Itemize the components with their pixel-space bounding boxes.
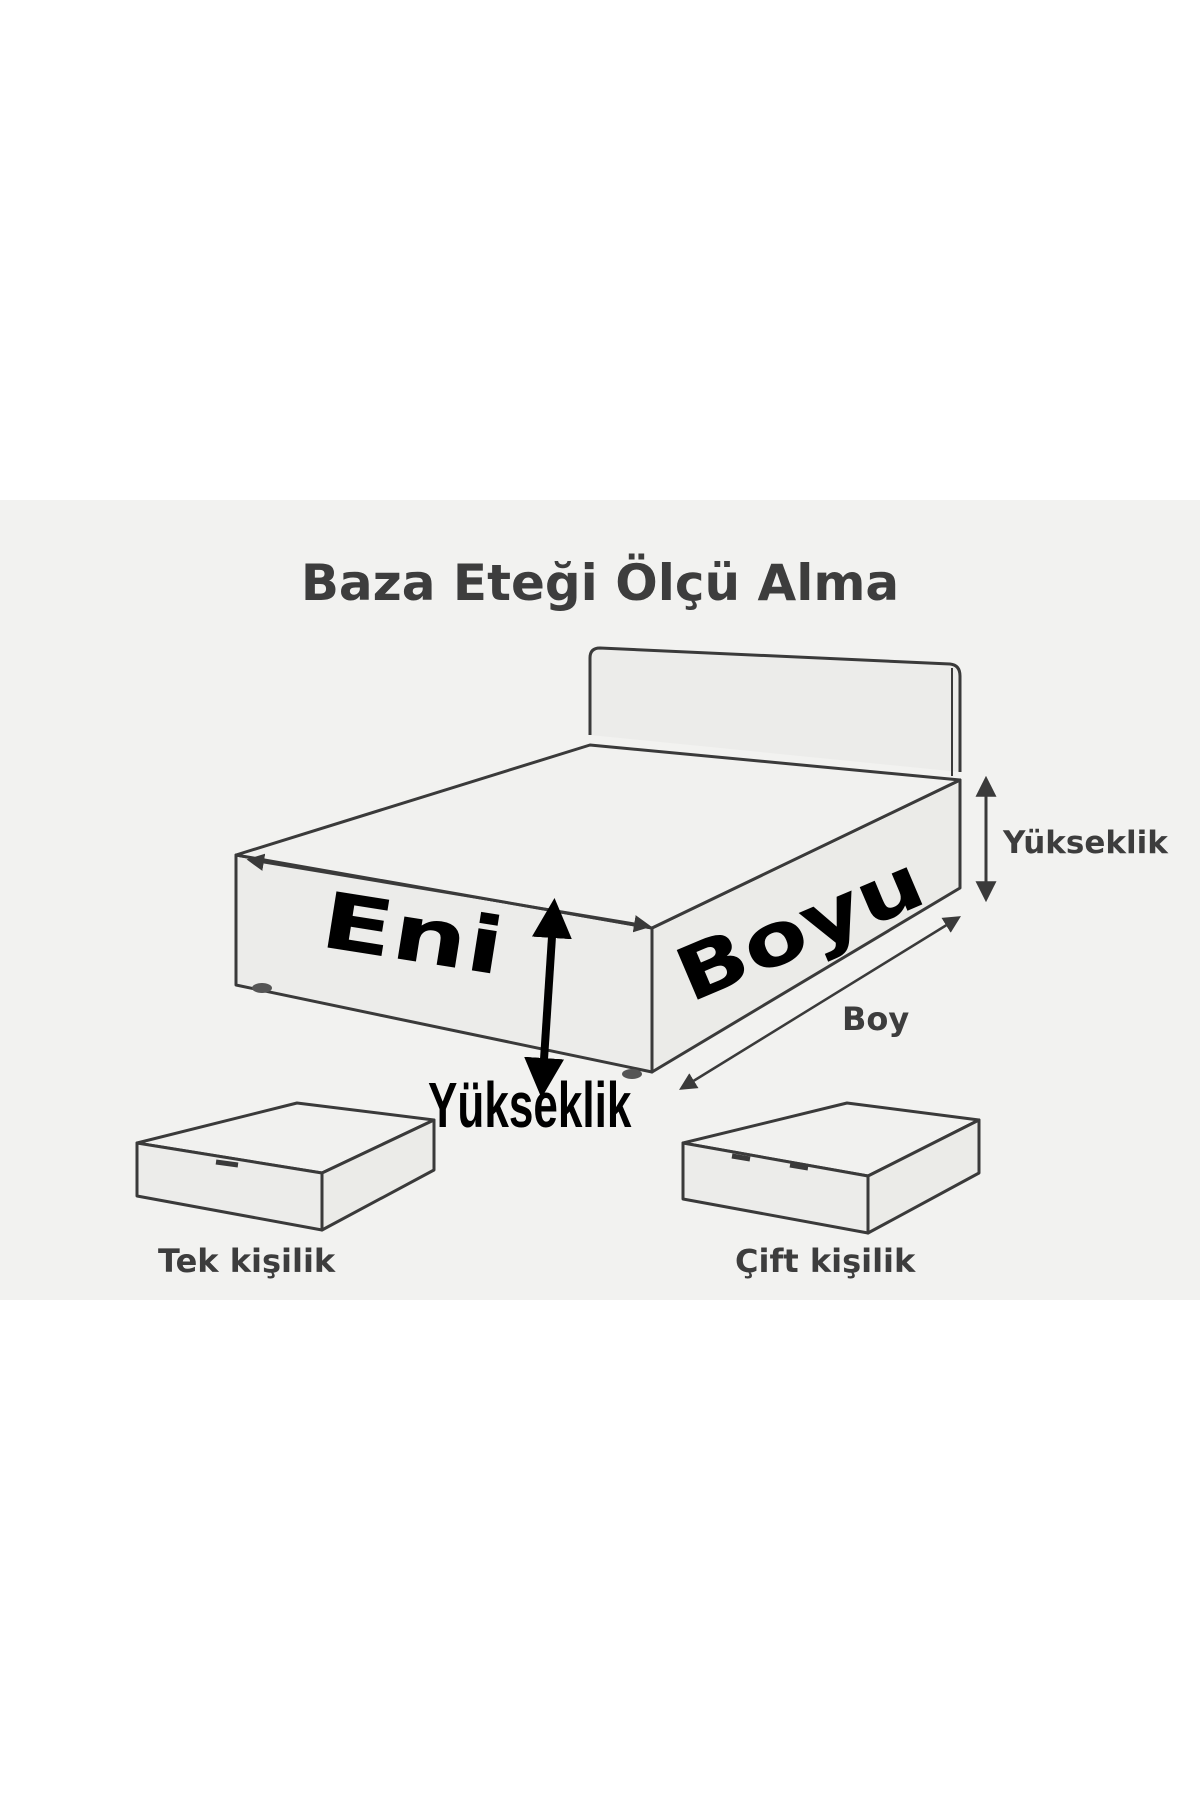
single-storage-base-illustration bbox=[135, 1101, 436, 1232]
single-base-side bbox=[320, 1118, 436, 1232]
bed-foot-left bbox=[252, 983, 272, 993]
double-base-lid-handle-left bbox=[731, 1153, 751, 1162]
width-dimension-arrow bbox=[246, 853, 652, 933]
front-height-label: Yükseklik bbox=[428, 1069, 632, 1141]
bed-illustration bbox=[234, 646, 997, 1098]
headboard bbox=[588, 646, 962, 772]
single-size-label: Tek kişilik bbox=[158, 1242, 336, 1280]
diagram-title: Baza Eteği Ölçü Alma bbox=[301, 553, 899, 612]
double-storage-base-illustration bbox=[681, 1101, 981, 1235]
bed-foot-front bbox=[622, 1069, 642, 1079]
length-dimension-arrow bbox=[679, 916, 961, 1090]
height-side-label: Yükseklik bbox=[1002, 825, 1169, 861]
single-base-lid-handle bbox=[215, 1159, 239, 1168]
front-height-marker-arrow bbox=[524, 898, 572, 1098]
double-base-side bbox=[866, 1118, 981, 1235]
double-size-label: Çift kişilik bbox=[735, 1242, 916, 1280]
length-side-label: Boy bbox=[842, 1000, 909, 1038]
double-base-lid-handle-right bbox=[789, 1162, 809, 1171]
